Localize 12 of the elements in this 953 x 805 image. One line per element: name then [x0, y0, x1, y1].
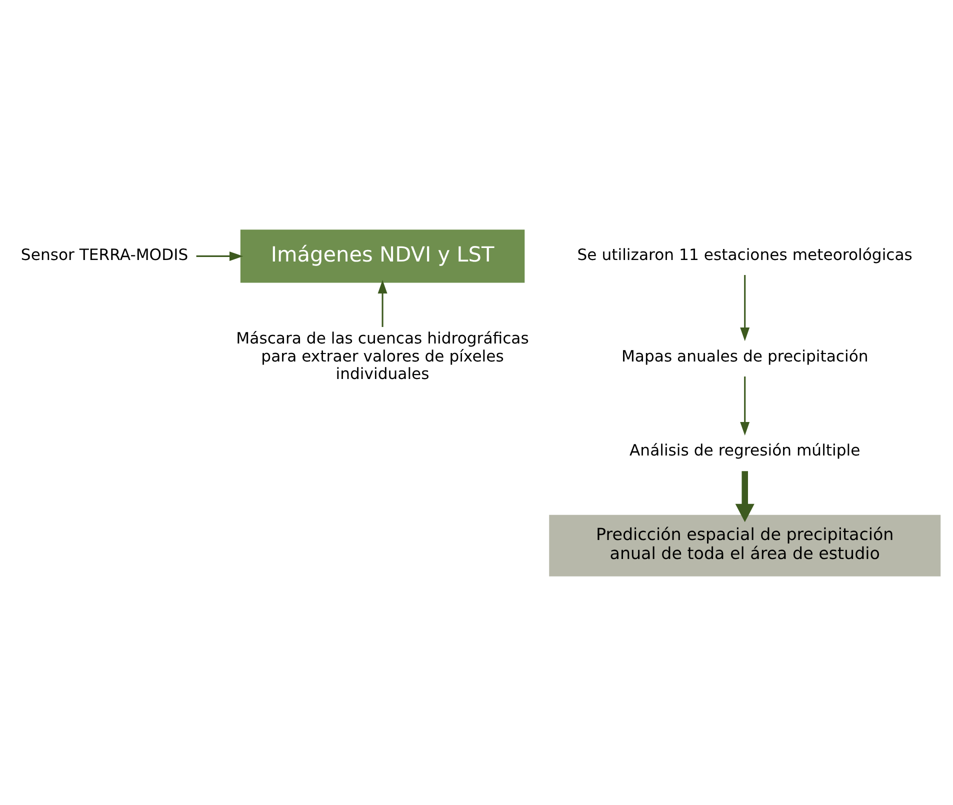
node-text: Mapas anuales de precipitación [621, 346, 868, 365]
node-text: Sensor TERRA-MODIS [20, 245, 188, 264]
arrow [740, 376, 750, 436]
node-box: Predicción espacial de precipitación anual de toda el área de estudio [549, 514, 941, 576]
arrow [735, 470, 754, 522]
node-text: Análisis de regresión múltiple [629, 441, 860, 460]
arrow [378, 279, 388, 326]
arrow [196, 250, 244, 260]
node-box: Imágenes NDVI y LST [240, 229, 525, 282]
node-text: Máscara de las cuencas hidrográficas para extraer valores de píxeles individuales [236, 329, 529, 383]
arrow [740, 274, 750, 341]
node-text: Se utilizaron 11 estaciones meteorológicas [577, 245, 912, 264]
